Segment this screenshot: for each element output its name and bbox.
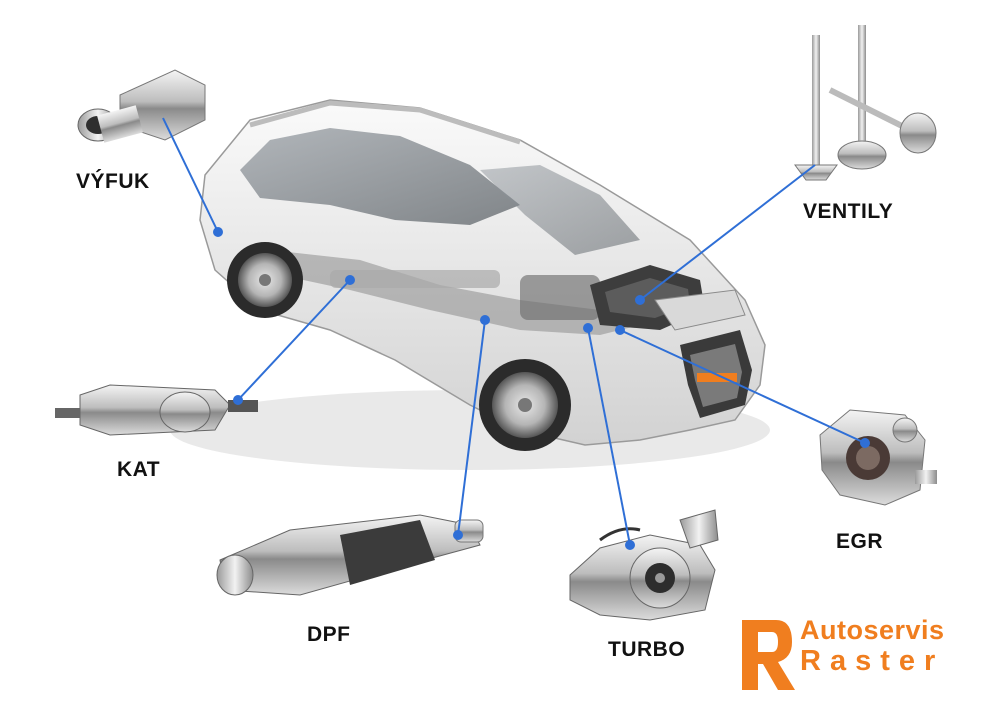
label-exhaust: VÝFUK	[76, 170, 150, 193]
valves-image	[794, 25, 937, 181]
leader-line-catalyst	[237, 279, 351, 401]
dpf-image	[216, 514, 484, 596]
leader-dot-egr	[615, 325, 625, 335]
leader-line-exhaust	[162, 117, 219, 233]
leader-dot-catalyst	[345, 275, 355, 285]
leader-lines	[162, 117, 870, 550]
label-dpf: DPF	[307, 623, 351, 646]
leader-dot-egr-end	[860, 438, 870, 448]
leader-dot-catalyst-end	[233, 395, 243, 405]
leader-dot-exhaust	[213, 227, 223, 237]
label-turbo: TURBO	[608, 638, 686, 661]
catalyst-image	[55, 384, 258, 436]
leader-dot-dpf	[480, 315, 490, 325]
car-cutaway-image	[170, 99, 770, 470]
leader-line-valves	[639, 164, 816, 301]
turbo-image	[569, 509, 719, 621]
exhaust-image	[77, 69, 206, 143]
leader-line-dpf	[457, 319, 486, 536]
leader-dot-turbo-end	[625, 540, 635, 550]
leader-line-egr	[619, 329, 866, 444]
leader-dot-dpf-end	[453, 530, 463, 540]
label-egr: EGR	[836, 530, 884, 553]
brand-name-line1: Autoservis	[800, 615, 945, 645]
leader-dot-valves	[635, 295, 645, 305]
egr-image	[819, 409, 937, 506]
label-catalyst: KAT	[117, 458, 161, 481]
brand-name-line2: Raster	[800, 645, 945, 677]
label-valves: VENTILY	[803, 200, 894, 223]
leader-dot-turbo	[583, 323, 593, 333]
leader-line-turbo	[587, 327, 631, 546]
brand-logo-mark	[742, 620, 795, 690]
